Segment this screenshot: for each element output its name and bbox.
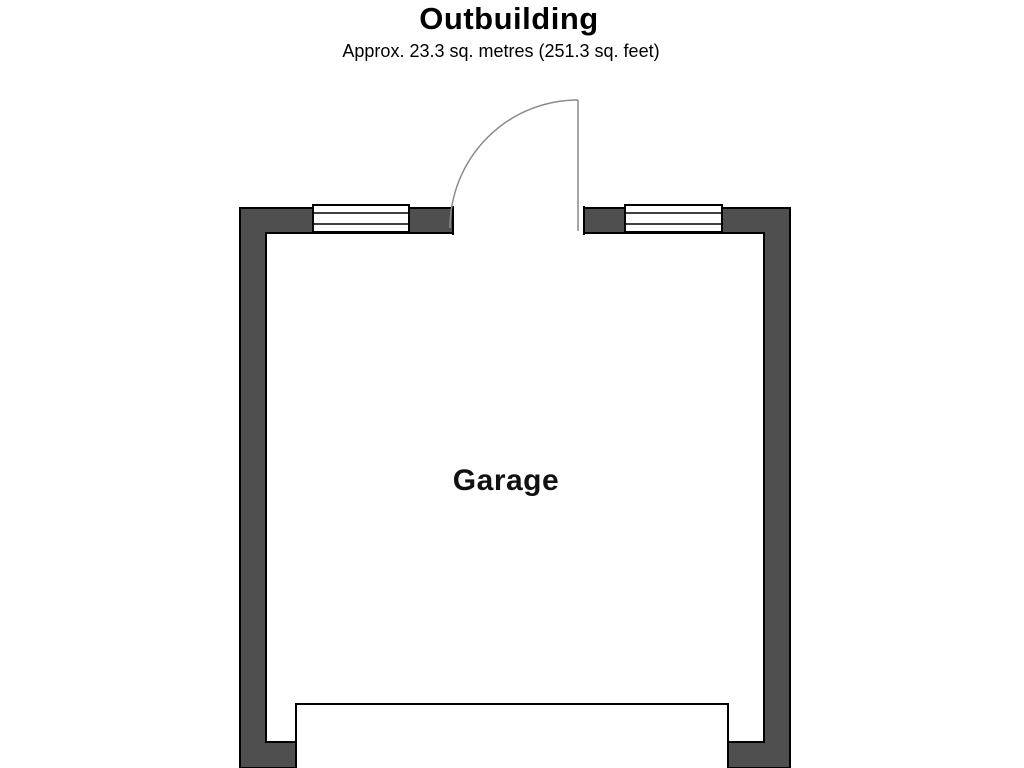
plan-subtitle: Approx. 23.3 sq. metres (251.3 sq. feet) (342, 41, 660, 61)
window-right (624, 204, 723, 233)
door-opening (453, 204, 584, 237)
walls (239, 207, 791, 768)
window-left (312, 204, 410, 233)
plan-title: Outbuilding (419, 1, 599, 36)
door-swing-arc (449, 99, 579, 229)
garage-door-opening (295, 703, 729, 768)
room-label: Garage (452, 464, 560, 497)
